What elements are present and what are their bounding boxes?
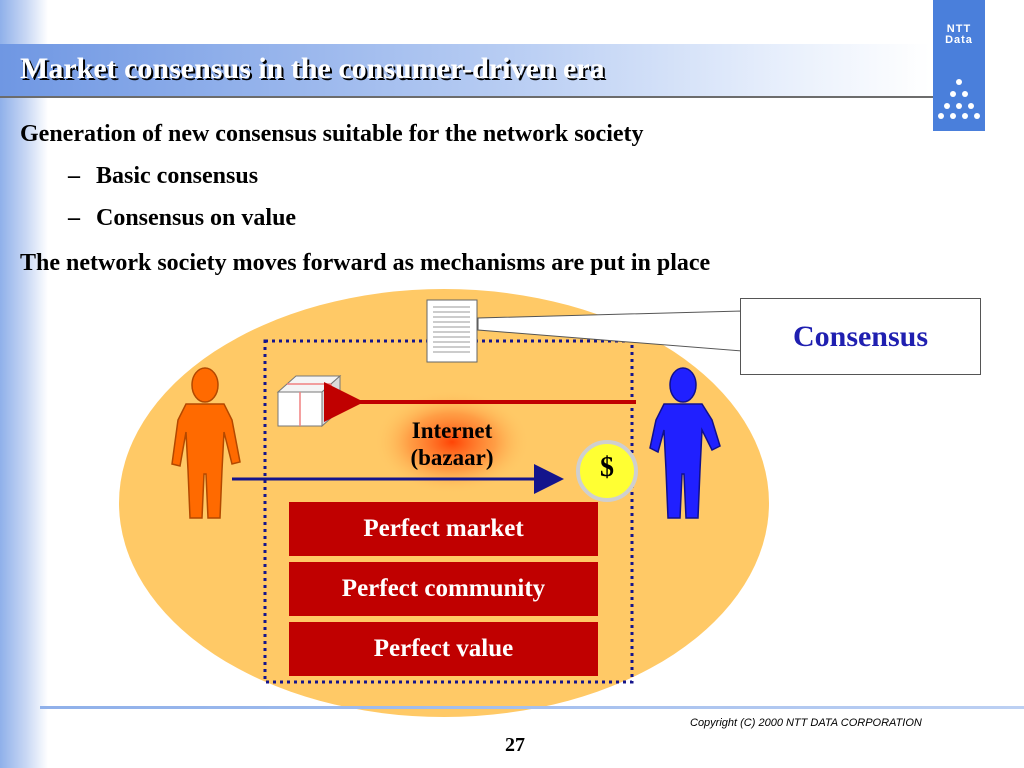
- ntt-data-logo: NTT Data: [933, 0, 985, 131]
- footer-rule: [40, 706, 1024, 709]
- dollar-sign: $: [600, 452, 614, 483]
- layer-perfect-community: Perfect community: [289, 562, 598, 616]
- consumer-figure-blue: [649, 367, 721, 519]
- consensus-box: Consensus: [740, 298, 981, 375]
- bullet-sub-2: Consensus on value: [96, 205, 297, 231]
- logo-wordmark: NTT Data: [945, 23, 973, 46]
- bullet-main-1: Generation of new consensus suitable for…: [20, 121, 644, 147]
- bullet-sub-1: Basic consensus: [96, 163, 259, 189]
- internet-label-line2: (bazaar): [410, 445, 494, 470]
- title-bar: [0, 44, 930, 96]
- internet-glow: [374, 390, 530, 494]
- layer-perfect-value: Perfect value: [289, 622, 598, 676]
- dollar-coin: [576, 440, 638, 502]
- bullet-main-2: The network society moves forward as mec…: [20, 250, 711, 276]
- document-icon: [426, 299, 478, 363]
- left-gradient-strip: [0, 0, 48, 768]
- bullet-dash-1: –: [68, 163, 80, 189]
- title-underline: [0, 96, 935, 98]
- package-box-icon: [276, 374, 342, 428]
- bullet-dash-2: –: [68, 205, 80, 231]
- slide-title: Market consensus in the consumer-driven …: [20, 52, 605, 85]
- copyright-notice: Copyright (C) 2000 NTT DATA CORPORATION: [690, 717, 922, 729]
- layer-perfect-market: Perfect market: [289, 502, 598, 556]
- logo-dots-icon: [938, 79, 980, 119]
- internet-label: Internet (bazaar): [392, 417, 512, 471]
- internet-label-line1: Internet: [411, 418, 493, 443]
- consumer-figure-orange: [171, 367, 241, 519]
- page-number: 27: [505, 734, 525, 756]
